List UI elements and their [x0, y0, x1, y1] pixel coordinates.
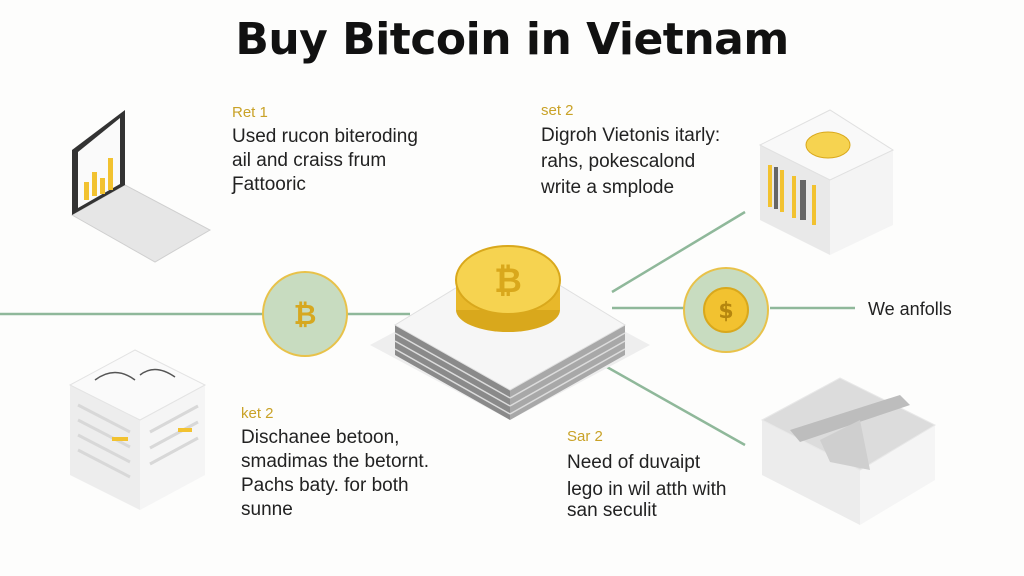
svg-text:$: $ — [718, 299, 733, 324]
step-line: Ƒattooric — [232, 174, 306, 195]
svg-text:₿: ₿ — [294, 298, 317, 331]
step-line: sunne — [241, 499, 293, 520]
step-line: write a smplode — [541, 177, 675, 198]
svg-text:₿: ₿ — [494, 261, 522, 301]
step-line: ail and craiss frum — [232, 150, 387, 171]
side-label: We anfolls — [868, 299, 952, 319]
step-line: Used rucon biteroding — [232, 126, 418, 147]
step-line: Pachs baty. for both — [241, 475, 409, 496]
step-tag: Sar 2 — [567, 428, 603, 445]
document-cube-illustration — [68, 349, 207, 510]
center-platform — [370, 254, 650, 420]
step-text: Need of duvaipt lego in wil atth with sa… — [567, 449, 726, 524]
step-line: Digroh Vietonis itarly: — [541, 125, 721, 146]
step-line: rahs, pokescalond — [541, 151, 696, 172]
step-3: ket 2 Dischanee betoon, smadimas the bet… — [241, 405, 429, 522]
bitcoin-circle-left: ₿ — [262, 271, 348, 357]
coin-stack: ₿ — [455, 245, 561, 332]
step-line: lego in wil atth with — [567, 479, 727, 500]
step-tag: Ret 1 — [232, 104, 268, 121]
server-cube-illustration — [758, 109, 895, 255]
open-box-illustration — [760, 377, 937, 525]
step-line: smadimas the betornt. — [241, 451, 429, 472]
step-2: set 2 Digroh Vietonis itarly: rahs, poke… — [541, 102, 720, 201]
step-line: Need of duvaipt — [567, 452, 701, 473]
step-tag: ket 2 — [241, 405, 274, 422]
step-text: Used rucon biteroding ail and craiss fru… — [232, 125, 418, 197]
step-4: Sar 2 Need of duvaipt lego in wil atth w… — [567, 428, 726, 524]
step-tag: set 2 — [541, 102, 574, 119]
page-title: Buy Bitcoin in Vietnam — [235, 14, 789, 65]
dollar-coin-circle-right: $ — [683, 267, 769, 353]
step-text: Dischanee betoon, smadimas the betornt. … — [241, 426, 429, 522]
step-text: Digroh Vietonis itarly: rahs, pokescalon… — [541, 123, 720, 201]
laptop-chart-illustration — [70, 110, 212, 263]
step-1: Ret 1 Used rucon biteroding ail and crai… — [232, 104, 418, 197]
step-line: san seculit — [567, 500, 657, 521]
connector-lines — [0, 210, 855, 447]
step-line: Dischanee betoon, — [241, 427, 400, 448]
